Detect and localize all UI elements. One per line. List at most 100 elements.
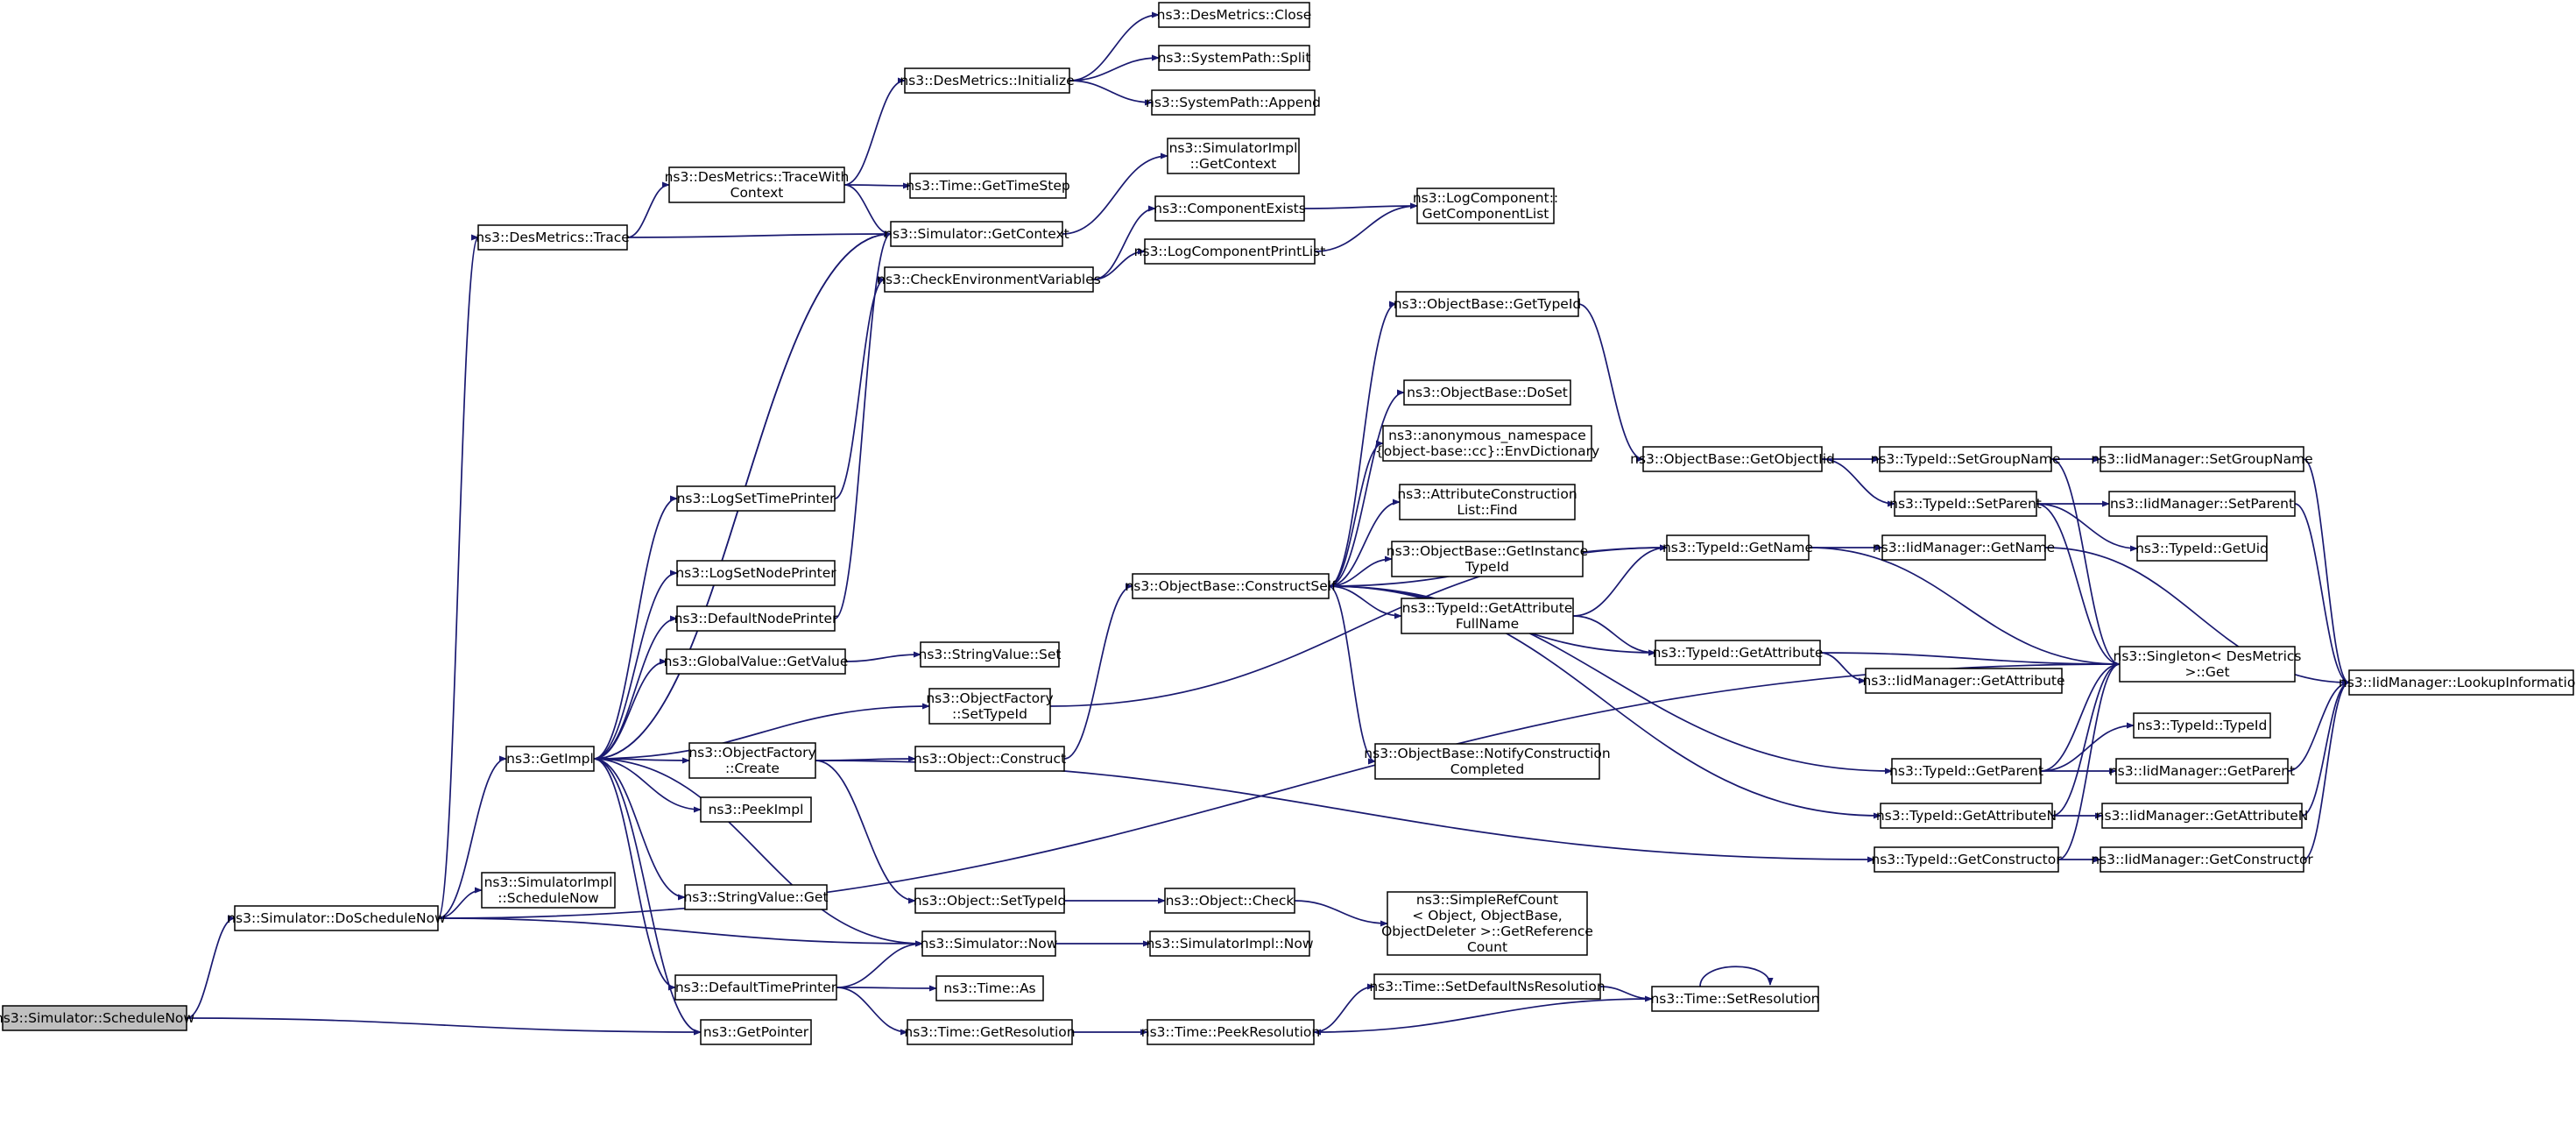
edge-arrow xyxy=(593,615,678,760)
node-time-as[interactable]: ns3::Time::As xyxy=(935,975,1044,1001)
edge-tid-set-parent-to-singleton-get xyxy=(2036,503,2121,668)
node-obj-check[interactable]: ns3::Object::Check xyxy=(1164,888,1295,914)
node-box xyxy=(1144,238,1316,265)
node-sim-now[interactable]: ns3::Simulator::Now xyxy=(921,930,1058,957)
node-label: ns3::Time::SetResolution xyxy=(1650,991,1819,1007)
edge-arrow xyxy=(1572,544,1668,617)
node-comp-exists[interactable]: ns3::ComponentExists xyxy=(1154,195,1306,222)
node-tid-set-parent[interactable]: ns3::TypeId::SetParent xyxy=(1889,491,2042,517)
node-des-trace[interactable]: ns3::DesMetrics::Trace xyxy=(476,224,630,251)
edge-arrow xyxy=(593,758,702,1036)
node-singleton-get[interactable]: ns3::Singleton< DesMetrics>::Get xyxy=(2114,646,2302,683)
node-des-init[interactable]: ns3::DesMetrics::Initialize xyxy=(900,67,1075,94)
node-obj-construct[interactable]: ns3::Object::Construct xyxy=(914,746,1066,772)
node-box xyxy=(1879,446,2052,472)
node-obj-set-type-id[interactable]: ns3::Object::SetTypeId xyxy=(914,888,1067,914)
node-box xyxy=(2100,446,2304,472)
node-tid-get-attr[interactable]: ns3::TypeId::GetAttribute xyxy=(1653,640,1824,666)
node-label: Completed xyxy=(1450,761,1525,777)
node-tid-set-group-name[interactable]: ns3::TypeId::SetGroupName xyxy=(1870,446,2061,472)
node-env-dict[interactable]: ns3::anonymous_namespace{object-base::cc… xyxy=(1375,425,1599,462)
edge-iid-set-parent-to-iid-lookup xyxy=(2294,503,2350,686)
node-log-comp-get-list[interactable]: ns3::LogComponent::GetComponentList xyxy=(1413,188,1558,224)
node-iid-lookup[interactable]: ns3::IidManager::LookupInformation xyxy=(2339,669,2576,696)
node-iid-set-parent[interactable]: ns3::IidManager::SetParent xyxy=(2108,491,2296,517)
node-label: ns3::IidManager::GetAttribute xyxy=(1862,673,2064,689)
node-time-peek-res[interactable]: ns3::Time::PeekResolution xyxy=(1141,1019,1320,1045)
node-tid-get-name[interactable]: ns3::TypeId::GetName xyxy=(1662,534,1813,561)
node-label: ns3::TypeId::GetParent xyxy=(1889,763,2043,779)
node-time-get-res[interactable]: ns3::Time::GetResolution xyxy=(904,1019,1076,1045)
node-iid-get-attr-n[interactable]: ns3::IidManager::GetAttributeN xyxy=(2096,803,2309,829)
node-sim-impl-get-context[interactable]: ns3::SimulatorImpl::GetContext xyxy=(1167,138,1300,174)
node-box xyxy=(2119,646,2296,683)
node-log-comp-print[interactable]: ns3::LogComponentPrintList xyxy=(1134,238,1326,265)
node-iid-get-name[interactable]: ns3::IidManager::GetName xyxy=(1873,534,2055,561)
node-box xyxy=(1382,425,1592,462)
node-get-impl[interactable]: ns3::GetImpl xyxy=(505,746,595,772)
node-ob-notify[interactable]: ns3::ObjectBase::NotifyConstructionCompl… xyxy=(1364,743,1611,780)
node-label: ns3::IidManager::GetName xyxy=(1873,540,2055,555)
edge-arrow xyxy=(834,230,892,619)
edge-arrow xyxy=(593,758,686,901)
node-iid-set-group-name[interactable]: ns3::IidManager::SetGroupName xyxy=(2091,446,2313,472)
node-tid-type-id[interactable]: ns3::TypeId::TypeId xyxy=(2133,712,2271,739)
node-label: ns3::ObjectBase::ConstructSelf xyxy=(1125,578,1337,594)
node-box xyxy=(1401,598,1574,634)
node-label: ns3::ObjectBase::NotifyConstruction xyxy=(1364,746,1610,761)
edge-ob-construct-self-to-env-dict xyxy=(1328,440,1384,587)
node-ob-construct-self[interactable]: ns3::ObjectBase::ConstructSelf xyxy=(1125,573,1337,599)
node-ob-get-type-id[interactable]: ns3::ObjectBase::GetTypeId xyxy=(1394,291,1582,317)
node-tid-get-attr-n[interactable]: ns3::TypeId::GetAttributeN xyxy=(1876,803,2057,829)
node-str-value-set[interactable]: ns3::StringValue::Set xyxy=(919,641,1062,668)
node-sp-split[interactable]: ns3::SystemPath::Split xyxy=(1158,45,1311,71)
node-label: ns3::TypeId::SetParent xyxy=(1889,496,2042,512)
node-label: {object-base::cc}::EnvDictionary xyxy=(1375,443,1599,459)
edge-arrow xyxy=(1819,652,2121,668)
node-schedule-now[interactable]: ns3::Simulator::ScheduleNow xyxy=(0,1005,194,1031)
node-box xyxy=(1391,541,1584,577)
node-des-close[interactable]: ns3::DesMetrics::Close xyxy=(1157,2,1312,28)
edge-obj-construct-to-ob-construct-self xyxy=(1063,583,1133,760)
node-tid-get-ctor[interactable]: ns3::TypeId::GetConstructor xyxy=(1871,846,2062,873)
node-check-env[interactable]: ns3::CheckEnvironmentVariables xyxy=(877,266,1101,293)
node-box xyxy=(1167,138,1300,174)
edge-tid-get-attr-full-to-tid-get-attr xyxy=(1572,615,1656,656)
edge-def-time-printer-to-time-get-res xyxy=(836,987,908,1036)
node-time-get-time-step[interactable]: ns3::Time::GetTimeStep xyxy=(906,173,1070,199)
node-str-value-get[interactable]: ns3::StringValue::Get xyxy=(683,884,829,910)
node-log-set-time[interactable]: ns3::LogSetTimePrinter xyxy=(676,485,836,512)
node-ob-get-object-iid[interactable]: ns3::ObjectBase::GetObjectIid xyxy=(1630,446,1835,472)
node-peek-impl[interactable]: ns3::PeekImpl xyxy=(700,796,812,823)
node-src-get-ref[interactable]: ns3::SimpleRefCount< Object, ObjectBase,… xyxy=(1381,891,1593,956)
node-sp-append[interactable]: ns3::SystemPath::Append xyxy=(1146,89,1321,116)
node-iid-get-ctor[interactable]: ns3::IidManager::GetConstructor xyxy=(2091,846,2313,873)
node-box xyxy=(921,930,1056,957)
edge-arrow xyxy=(593,495,678,760)
node-sim-impl-schedule-now[interactable]: ns3::SimulatorImpl::ScheduleNow xyxy=(481,872,616,909)
node-time-set-def-res[interactable]: ns3::Time::SetDefaultNsResolution xyxy=(1369,973,1606,1000)
node-do-schedule-now[interactable]: ns3::Simulator::DoScheduleNow xyxy=(227,905,446,931)
node-log-set-node[interactable]: ns3::LogSetNodePrinter xyxy=(675,560,836,586)
node-sim-get-context[interactable]: ns3::Simulator::GetContext xyxy=(884,221,1069,247)
node-iid-get-parent[interactable]: ns3::IidManager::GetParent xyxy=(2109,758,2295,784)
node-obj-fact-set-type-id[interactable]: ns3::ObjectFactory::SetTypeId xyxy=(926,688,1054,725)
node-ob-do-set[interactable]: ns3::ObjectBase::DoSet xyxy=(1403,379,1571,406)
node-box xyxy=(2348,669,2574,696)
node-iid-get-attr[interactable]: ns3::IidManager::GetAttribute xyxy=(1862,668,2065,694)
node-obj-fact-create[interactable]: ns3::ObjectFactory::Create xyxy=(688,742,816,779)
node-def-node-printer[interactable]: ns3::DefaultNodePrinter xyxy=(674,605,838,632)
node-sim-impl-now[interactable]: ns3::SimulatorImpl::Now xyxy=(1146,930,1314,957)
node-def-time-printer[interactable]: ns3::DefaultTimePrinter xyxy=(674,974,837,1001)
edge-arrow xyxy=(1328,440,1384,587)
edge-arrow xyxy=(1328,555,1393,587)
node-tid-get-parent[interactable]: ns3::TypeId::GetParent xyxy=(1889,758,2043,784)
node-tid-get-uid[interactable]: ns3::TypeId::GetUid xyxy=(2135,535,2269,562)
node-gv-get-value[interactable]: ns3::GlobalValue::GetValue xyxy=(664,648,849,675)
node-get-pointer[interactable]: ns3::GetPointer xyxy=(700,1019,812,1045)
node-time-set-res[interactable]: ns3::Time::SetResolution xyxy=(1650,986,1820,1012)
